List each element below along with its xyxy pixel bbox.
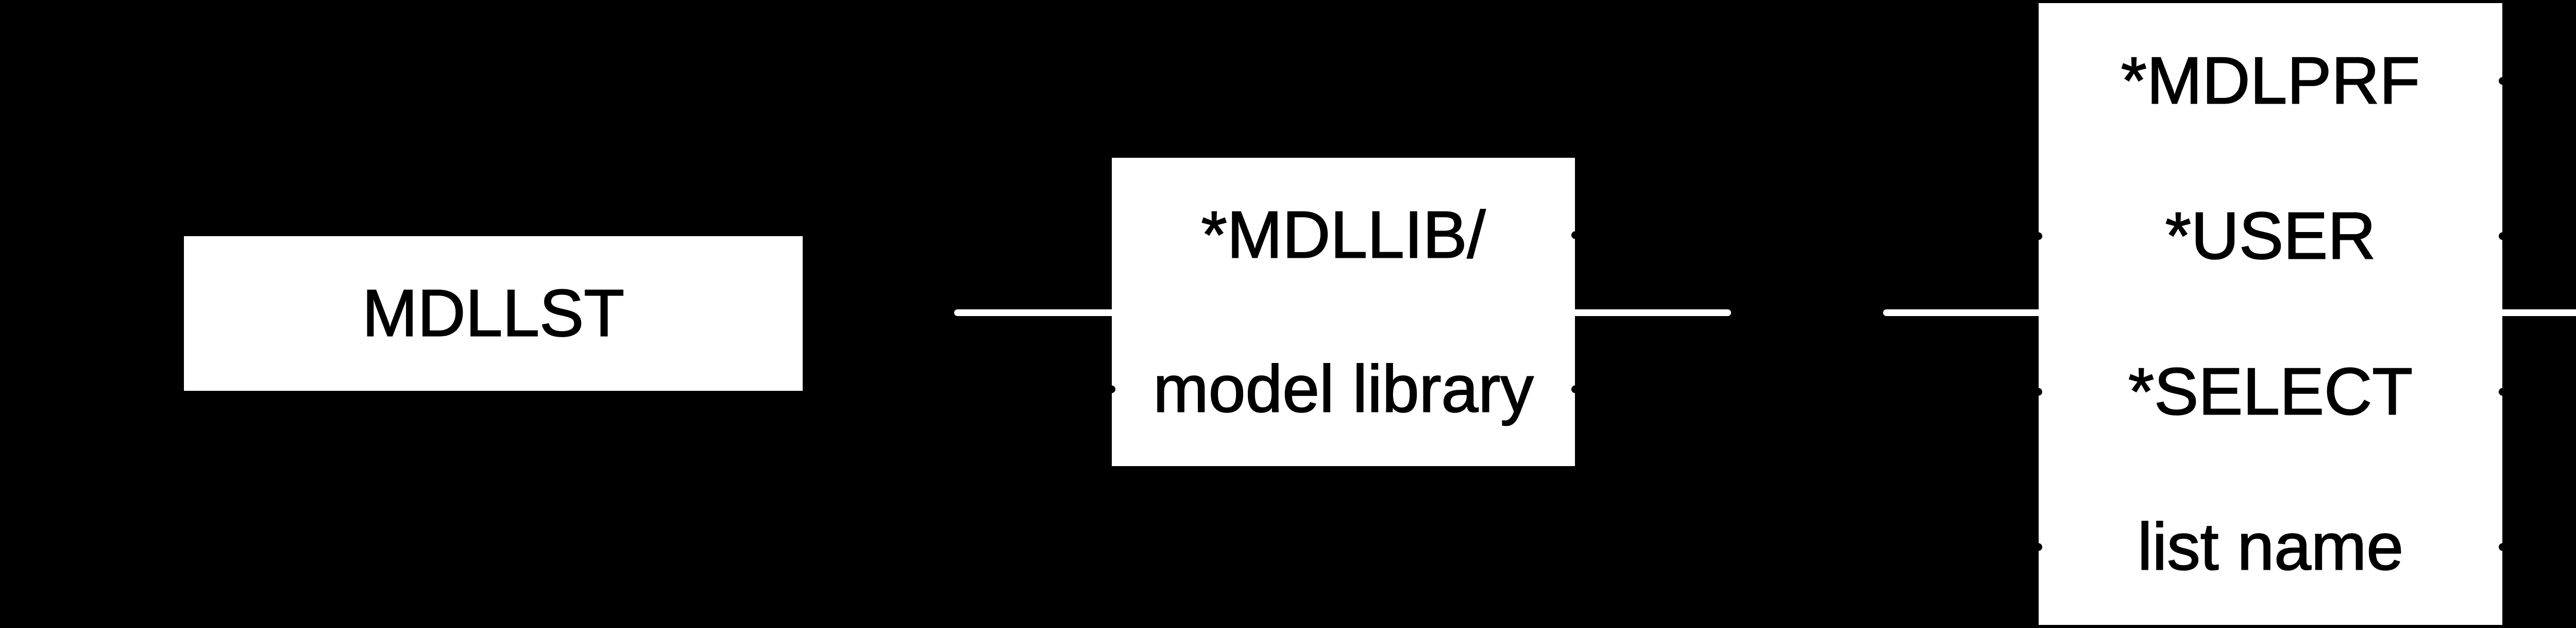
- connector-line-after-options: [2496, 309, 2576, 316]
- keyword-box: MDLLST: [184, 236, 803, 391]
- connector-nub: [2499, 232, 2506, 240]
- option-label-select: *SELECT: [2128, 354, 2413, 429]
- option-label-mdlprf: *MDLPRF: [2121, 43, 2421, 118]
- connector-nub: [2035, 543, 2042, 551]
- connector-nub: [2499, 77, 2506, 85]
- option-label-user: *USER: [2165, 199, 2377, 273]
- connector-nub: [1108, 385, 1115, 393]
- connector-line-keyword-to-library: [954, 309, 1118, 316]
- keyword-label: MDLLST: [362, 276, 625, 351]
- options-box: *MDLPRF *USER *SELECT list name: [2035, 3, 2506, 625]
- connector-nub: [2499, 543, 2506, 551]
- library-qualifier-label: *MDLLIB/: [1200, 197, 1486, 272]
- connector-line-after-library: [1569, 309, 1731, 316]
- connector-line-before-options: [1883, 309, 2045, 316]
- connector-nub: [1571, 231, 1579, 239]
- library-box: *MDLLIB/ model library: [1108, 158, 1579, 466]
- option-label-list-name: list name: [2137, 509, 2404, 584]
- connector-nub: [2499, 388, 2506, 396]
- connector-nub: [1571, 385, 1579, 393]
- library-name-label: model library: [1153, 352, 1534, 426]
- connector-nub: [2035, 232, 2042, 240]
- connector-nub: [2035, 388, 2042, 396]
